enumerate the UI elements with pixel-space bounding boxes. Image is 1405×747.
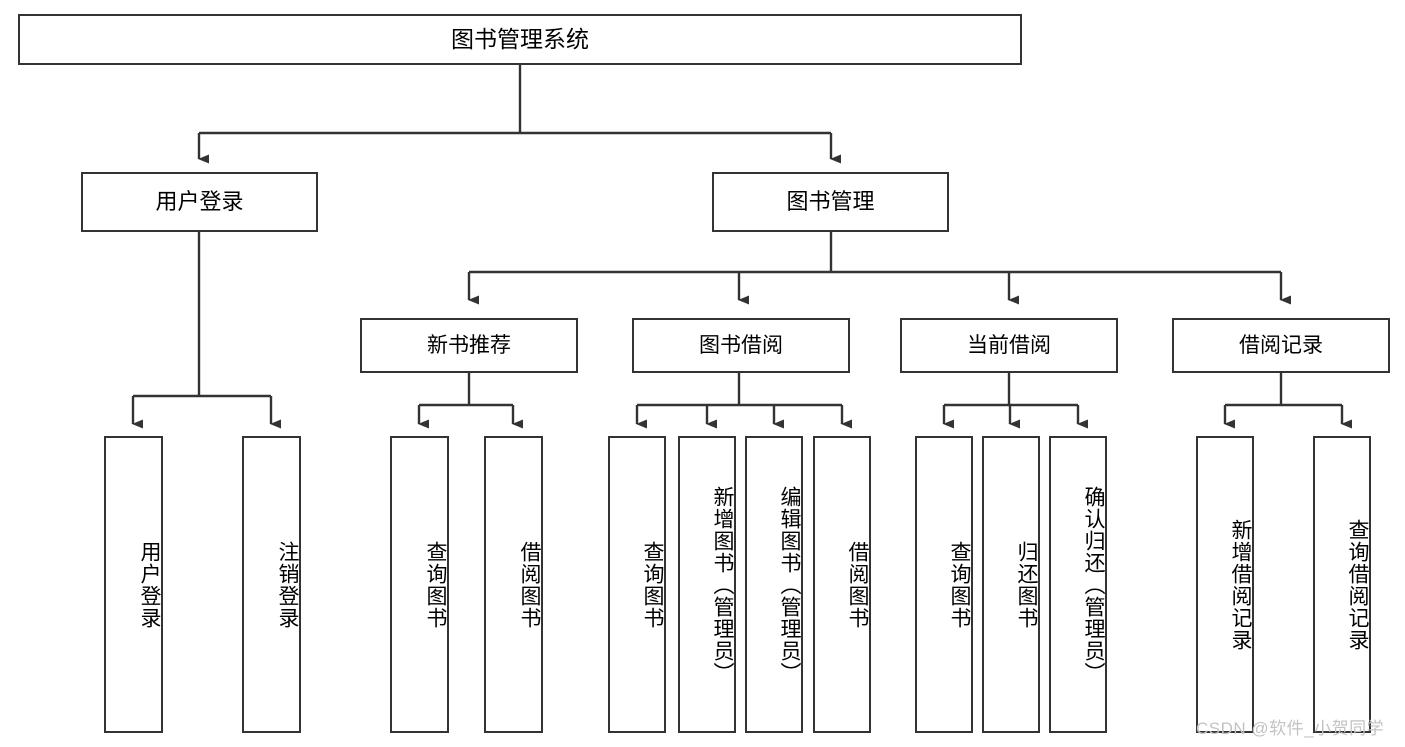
leaf-user-login[interactable]: 用户登录	[104, 436, 163, 733]
node-label: 新增借阅记录	[1229, 518, 1252, 651]
node-label: 用户登录	[155, 188, 244, 214]
node-book-management[interactable]: 图书管理	[712, 172, 949, 232]
node-label: 图书管理系统	[451, 25, 589, 52]
leaf-borrow-book-borrow[interactable]: 借阅图书	[813, 436, 871, 733]
node-label: 新书推荐	[427, 333, 511, 357]
leaf-confirm-return-admin[interactable]: 确认归还（管理员）	[1049, 436, 1107, 733]
leaf-borrow-book-new-recommend[interactable]: 借阅图书	[484, 436, 543, 733]
leaf-query-book-borrow[interactable]: 查询图书	[608, 436, 666, 733]
leaf-return-book[interactable]: 归还图书	[982, 436, 1040, 733]
node-label: 新增图书（管理员）	[711, 485, 734, 684]
node-label: 注销登录	[276, 540, 299, 629]
leaf-logout-login[interactable]: 注销登录	[242, 436, 301, 733]
node-label: 查询借阅记录	[1346, 518, 1369, 651]
csdn-watermark: CSDN @软件_小贺同学	[1196, 719, 1385, 738]
leaf-add-borrow-record[interactable]: 新增借阅记录	[1196, 436, 1254, 733]
leaf-query-book-current[interactable]: 查询图书	[915, 436, 973, 733]
node-label: 查询图书	[424, 540, 447, 629]
node-label: 借阅记录	[1239, 333, 1323, 357]
leaf-query-book-new-recommend[interactable]: 查询图书	[390, 436, 449, 733]
node-label: 归还图书	[1015, 540, 1038, 629]
leaf-query-borrow-record[interactable]: 查询借阅记录	[1313, 436, 1371, 733]
node-label: 当前借阅	[967, 333, 1051, 357]
node-root-book-management-system[interactable]: 图书管理系统	[18, 14, 1022, 65]
node-label: 借阅图书	[846, 540, 869, 629]
node-user-login[interactable]: 用户登录	[81, 172, 318, 232]
node-label: 图书管理	[786, 188, 875, 214]
node-label: 图书借阅	[699, 333, 783, 357]
node-new-book-recommend[interactable]: 新书推荐	[360, 318, 578, 373]
leaf-edit-book-admin[interactable]: 编辑图书（管理员）	[745, 436, 803, 733]
node-label: 查询图书	[948, 540, 971, 629]
node-label: 编辑图书（管理员）	[778, 485, 801, 684]
node-label: 借阅图书	[518, 540, 541, 629]
node-label: 用户登录	[138, 540, 161, 629]
node-borrow-record[interactable]: 借阅记录	[1172, 318, 1390, 373]
node-book-borrow[interactable]: 图书借阅	[632, 318, 850, 373]
node-label: 查询图书	[641, 540, 664, 629]
leaf-add-book-admin[interactable]: 新增图书（管理员）	[678, 436, 736, 733]
node-label: 确认归还（管理员）	[1082, 485, 1105, 684]
node-current-borrow[interactable]: 当前借阅	[900, 318, 1118, 373]
